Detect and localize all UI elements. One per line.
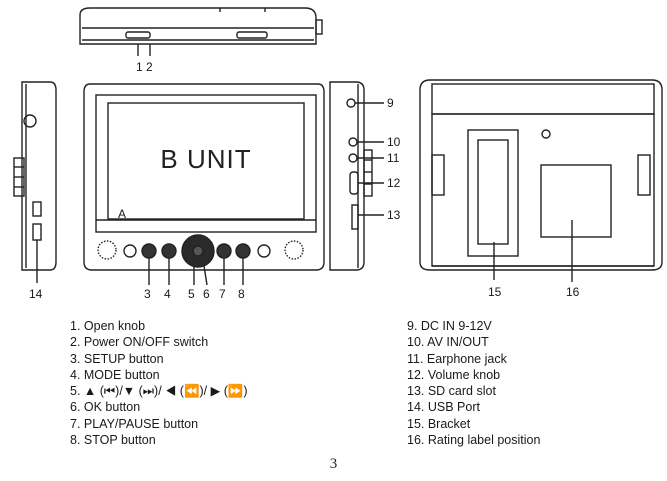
callout-4: 4 <box>164 287 171 300</box>
legend-item: 16. Rating label position <box>407 433 541 448</box>
legend-item: 15. Bracket <box>407 416 471 431</box>
left-side-view <box>13 81 57 283</box>
callout-8: 8 <box>238 287 245 300</box>
callout-10: 10 <box>387 135 401 149</box>
legend-item: 12. Volume knob <box>407 367 501 382</box>
setup-button-shape <box>141 243 157 259</box>
ok-button-shape <box>192 245 204 257</box>
callout-6: 6 <box>203 287 210 300</box>
screen <box>107 102 305 220</box>
callout-14: 14 <box>29 287 43 300</box>
back-view <box>419 79 663 282</box>
legend-item: 11. Earphone jack <box>407 351 507 366</box>
legend-item: 14. USB Port <box>407 400 480 415</box>
legend-left: 1. Open knob 2. Power ON/OFF switch 3. S… <box>70 318 248 448</box>
legend-item: 4. MODE button <box>70 367 160 382</box>
legend-item: 5. ▲ (⏮)/▼ (⏭)/ ◀ (⏪)/ ▶ (⏩) <box>70 384 248 399</box>
usb-port-shape <box>32 223 42 241</box>
open-knob-shape <box>125 31 151 39</box>
callout-top: 1 2 <box>136 60 153 74</box>
callout-9: 9 <box>387 96 394 110</box>
callout-12: 12 <box>387 176 401 190</box>
legend-right: 9. DC IN 9-12V 10. AV IN/OUT 11. Earphon… <box>407 318 540 448</box>
top-view <box>79 7 323 56</box>
callout-3: 3 <box>144 287 151 300</box>
legend-item: 2. Power ON/OFF switch <box>70 335 209 350</box>
callout-16: 16 <box>566 285 580 299</box>
legend-item: 9. DC IN 9-12V <box>407 319 492 333</box>
front-view <box>83 83 325 286</box>
power-switch-shape <box>236 31 268 39</box>
callout-5: 5 <box>188 287 195 300</box>
screen-text: B UNIT <box>160 144 251 174</box>
screen-corner-mark: A <box>118 207 126 221</box>
stop-button-shape <box>235 243 251 259</box>
device-diagram: B UNIT A 1 2 3 4 5 6 7 8 9 10 11 12 13 1… <box>13 7 663 300</box>
legend-item: 1. Open knob <box>70 319 146 333</box>
mode-button-shape <box>161 243 177 259</box>
sd-slot-shape <box>351 204 359 230</box>
callout-15: 15 <box>488 285 502 299</box>
volume-knob-shape <box>349 171 359 195</box>
legend-item: 7. PLAY/PAUSE button <box>70 416 199 431</box>
dc-in-shape <box>346 98 356 108</box>
callout-11: 11 <box>387 151 400 165</box>
callout-13: 13 <box>387 208 401 222</box>
legend-item: 6. OK button <box>70 400 141 415</box>
right-side-view <box>329 81 384 271</box>
legend-item: 3. SETUP button <box>70 351 164 366</box>
rating-label-shape <box>540 164 612 238</box>
legend-item: 8. STOP button <box>70 433 156 448</box>
legend-item: 13. SD card slot <box>407 384 496 399</box>
page-number: 3 <box>329 456 338 472</box>
legend-item: 10. AV IN/OUT <box>407 335 489 350</box>
earphone-jack-shape <box>348 153 358 163</box>
callout-7: 7 <box>219 287 226 300</box>
av-jack-shape <box>348 137 358 147</box>
bracket-shape <box>467 129 519 257</box>
play-pause-button-shape <box>216 243 232 259</box>
